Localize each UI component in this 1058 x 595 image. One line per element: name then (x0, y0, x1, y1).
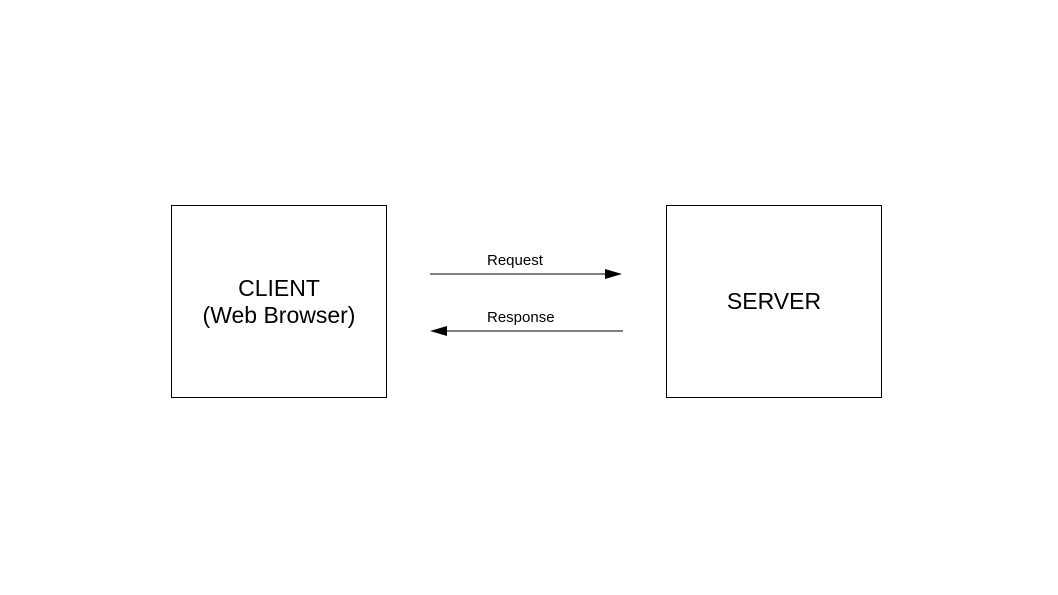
server-node: SERVER (666, 205, 882, 398)
response-label: Response (487, 309, 555, 326)
request-label: Request (487, 252, 543, 269)
client-node: CLIENT (Web Browser) (171, 205, 387, 398)
client-subtitle: (Web Browser) (202, 301, 356, 328)
response-arrowhead (430, 326, 447, 336)
server-title: SERVER (726, 288, 822, 314)
client-title: CLIENT (238, 274, 320, 301)
request-arrowhead (605, 269, 622, 279)
